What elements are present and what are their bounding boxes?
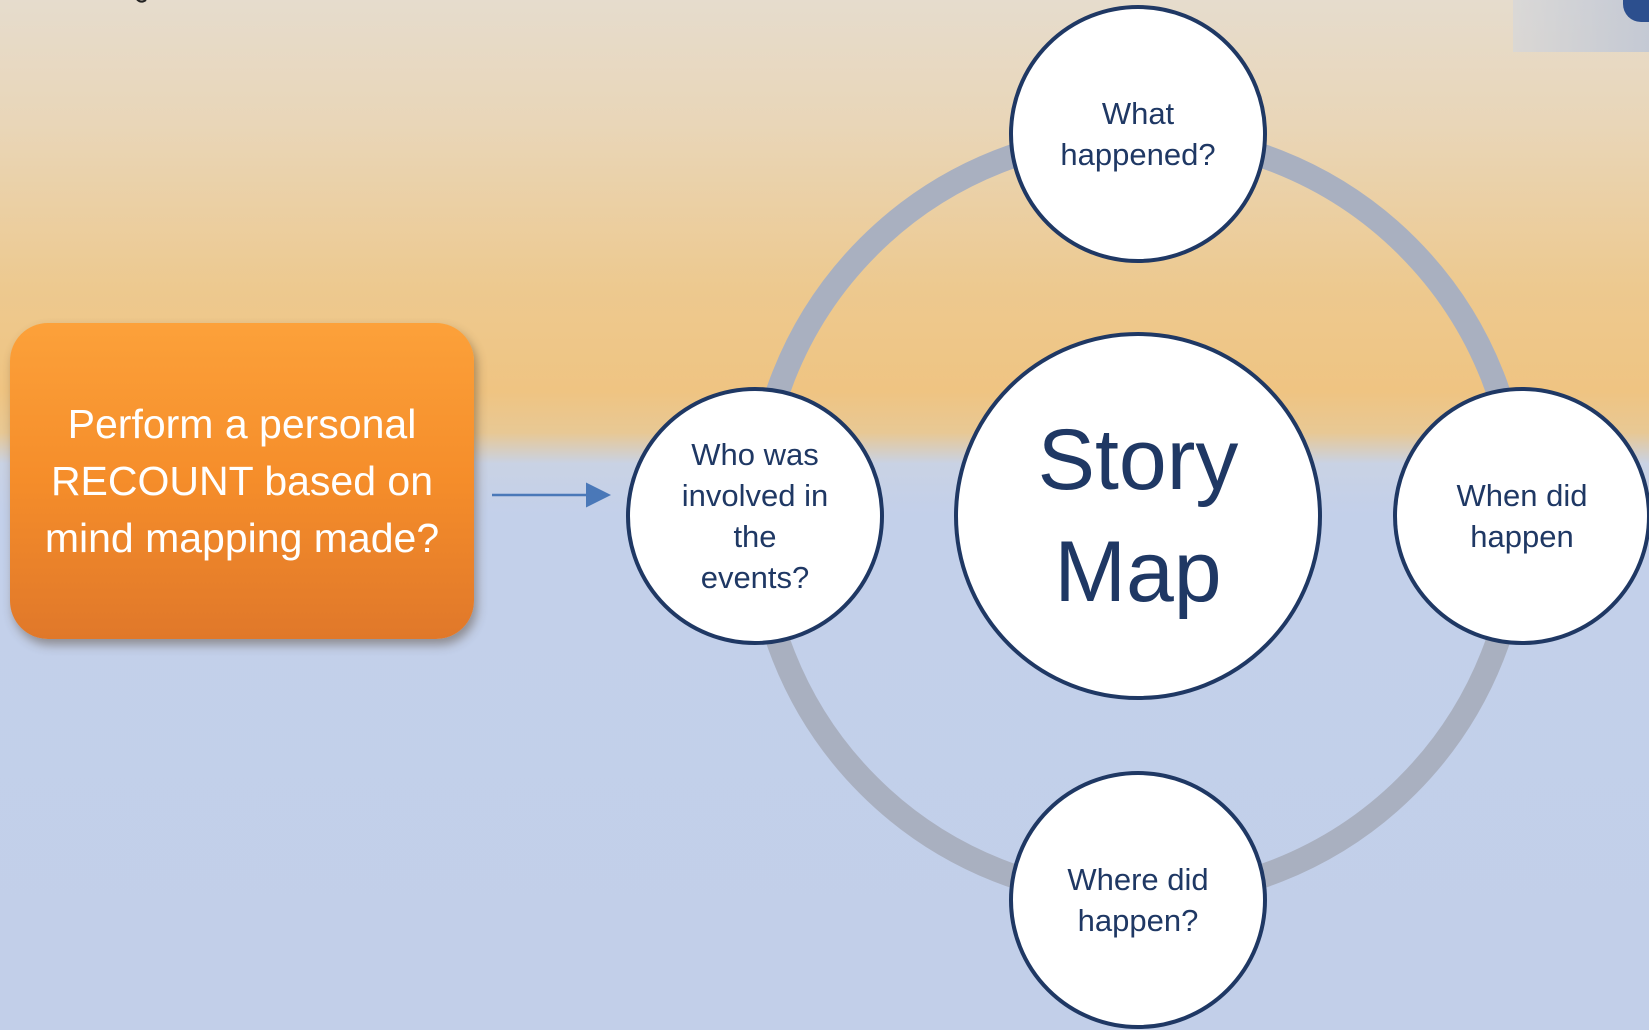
corner-decoration [1513,0,1649,52]
prompt-text: Perform a personal RECOUNT based on mind… [44,400,440,561]
node-what [1009,5,1267,263]
prompt-box: Perform a personal RECOUNT based on mind… [10,323,474,639]
node-where-label: Where did happen? [1023,785,1253,1015]
center-label-line1: Story [1037,412,1239,508]
node-where-line2: happen? [1077,903,1199,938]
node-when-line1: When did [1456,478,1588,513]
center-node [954,332,1322,700]
node-what-line2: happened? [1060,137,1216,172]
node-who-label: Who was involved in the events? [640,401,870,631]
corner-mark [136,0,147,3]
node-who-line4: events? [700,560,810,595]
node-when-line2: happen [1470,519,1574,554]
center-label-line2: Map [1054,524,1222,620]
node-what-line1: What [1101,96,1175,131]
center-label: Story Map [966,350,1310,682]
node-who-line2: involved in [681,478,829,513]
corner-logo-fragment [1623,0,1649,22]
node-who [626,387,884,645]
node-when-label: When did happen [1407,401,1637,631]
node-who-line1: Who was [691,437,819,472]
node-where-line1: Where did [1067,862,1209,897]
node-who-line3: the [733,519,777,554]
node-where [1009,771,1267,1029]
node-when [1393,387,1649,645]
node-what-label: What happened? [1023,19,1253,249]
